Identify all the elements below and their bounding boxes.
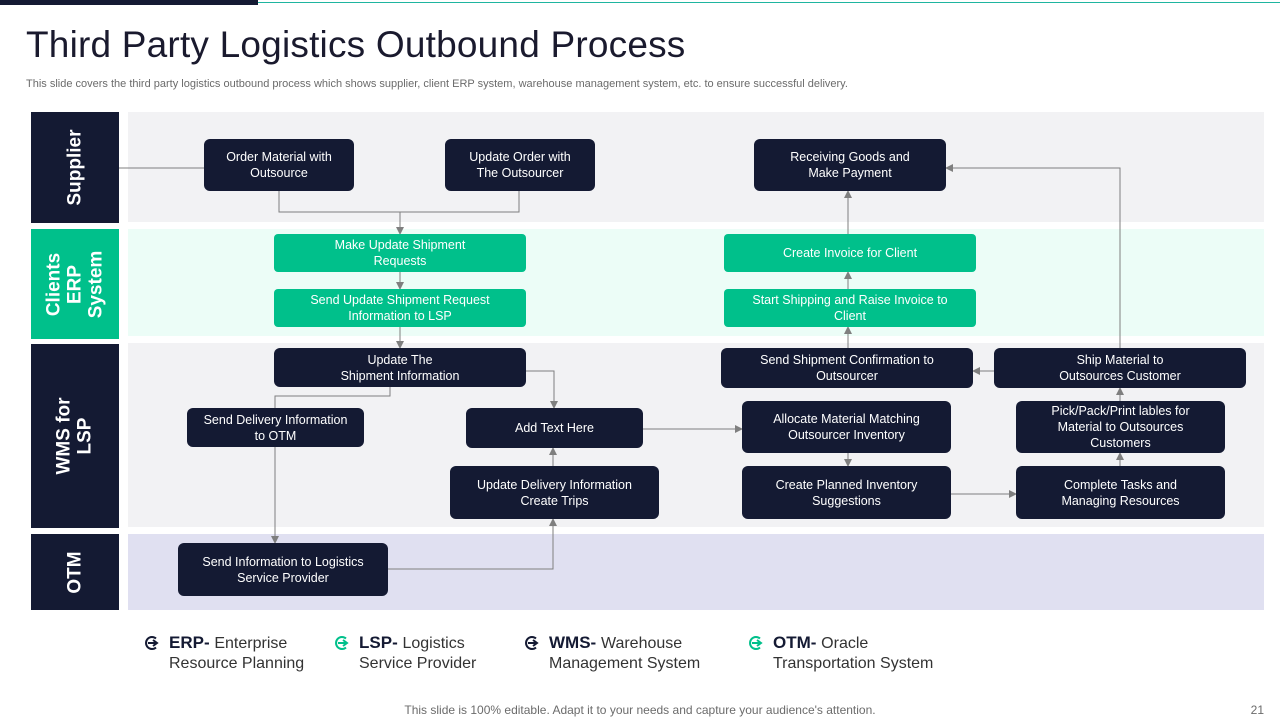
- legend-item-erp: ERP- Enterprise Resource Planning: [143, 633, 304, 674]
- legend-line2-erp: Resource Planning: [169, 655, 305, 672]
- legend-abbr-otm: OTM: [773, 633, 811, 652]
- update-delivery-box: Update Delivery Information Create Trips: [450, 466, 659, 519]
- target-arrow-icon: [145, 636, 159, 650]
- lane-label-otm: OTM: [31, 534, 119, 610]
- page-title: Third Party Logistics Outbound Process: [26, 24, 686, 65]
- page-number: 21: [1250, 703, 1264, 717]
- legend-sep-wms: -: [590, 633, 601, 652]
- ship-material-box: Ship Material to Outsources Customer: [994, 348, 1246, 388]
- update-order-box: Update Order with The Outsourcer: [445, 139, 595, 191]
- target-arrow-icon: [525, 636, 539, 650]
- target-arrow-icon: [335, 636, 349, 650]
- send-info-lsp-box: Send Information to Logistics Service Pr…: [178, 543, 388, 596]
- target-arrow-icon: [749, 636, 763, 650]
- lane-label-supplier: Supplier: [31, 112, 119, 223]
- update-shipment-info-box: Update The Shipment Information: [274, 348, 526, 387]
- page-subtitle: This slide covers the third party logist…: [26, 78, 848, 90]
- send-update-shipment-box: Send Update Shipment Request Information…: [274, 289, 526, 327]
- legend-item-wms: WMS- Warehouse Management System: [523, 633, 700, 674]
- top-accent-bar: [0, 0, 258, 5]
- legend-line1-otm: Oracle: [821, 635, 869, 652]
- top-accent-line: [258, 2, 1280, 3]
- footer-note: This slide is 100% editable. Adapt it to…: [404, 703, 876, 717]
- legend-abbr-lsp: LSP: [359, 633, 393, 652]
- create-planned-box: Create Planned Inventory Suggestions: [742, 466, 951, 519]
- create-invoice-box: Create Invoice for Client: [724, 234, 976, 272]
- receiving-goods-box: Receiving Goods and Make Payment: [754, 139, 946, 191]
- lane-label-wms-text: WMS for LSP: [53, 397, 96, 475]
- legend-item-lsp: LSP- Logistics Service Provider: [333, 633, 476, 674]
- legend-line1-erp: Enterprise: [214, 635, 288, 652]
- add-text-box: Add Text Here: [466, 408, 643, 448]
- legend-item-otm: OTM- Oracle Transportation System: [747, 633, 933, 674]
- legend-sep-erp: -: [203, 633, 215, 652]
- legend-text-wms: WMS- Warehouse Management System: [549, 633, 700, 674]
- send-delivery-info-box: Send Delivery Information to OTM: [187, 408, 364, 447]
- lane-label-otm-text: OTM: [64, 550, 86, 594]
- pick-pack-box: Pick/Pack/Print lables for Material to O…: [1016, 401, 1225, 453]
- legend-abbr-erp: ERP: [169, 633, 204, 652]
- send-shipment-confirmation-box: Send Shipment Confirmation to Outsourcer: [721, 348, 973, 388]
- complete-tasks-box: Complete Tasks and Managing Resources: [1016, 466, 1225, 519]
- legend-text-erp: ERP- Enterprise Resource Planning: [169, 633, 304, 674]
- legend-sep-otm: -: [810, 633, 822, 652]
- lane-label-supplier-text: Supplier: [64, 129, 86, 206]
- allocate-material-box: Allocate Material Matching Outsourcer In…: [742, 401, 951, 453]
- legend-line2-wms: Management System: [549, 655, 701, 672]
- legend-text-otm: OTM- Oracle Transportation System: [773, 633, 933, 674]
- lane-label-erp-text: Clients ERP System: [43, 250, 107, 318]
- start-shipping-box: Start Shipping and Raise Invoice to Clie…: [724, 289, 976, 327]
- legend-text-lsp: LSP- Logistics Service Provider: [359, 633, 476, 674]
- legend-line2-otm: Transportation System: [773, 655, 934, 672]
- make-update-shipment-box: Make Update Shipment Requests: [274, 234, 526, 272]
- legend-abbr-wms: WMS: [549, 633, 591, 652]
- lane-label-wms: WMS for LSP: [31, 344, 119, 528]
- order-material-box: Order Material with Outsource: [204, 139, 354, 191]
- legend-line1-lsp: Logistics: [402, 635, 465, 652]
- lane-label-erp: Clients ERP System: [31, 229, 119, 339]
- legend-sep-lsp: -: [392, 633, 403, 652]
- legend-line2-lsp: Service Provider: [359, 655, 477, 672]
- legend-line1-wms: Warehouse: [600, 635, 683, 652]
